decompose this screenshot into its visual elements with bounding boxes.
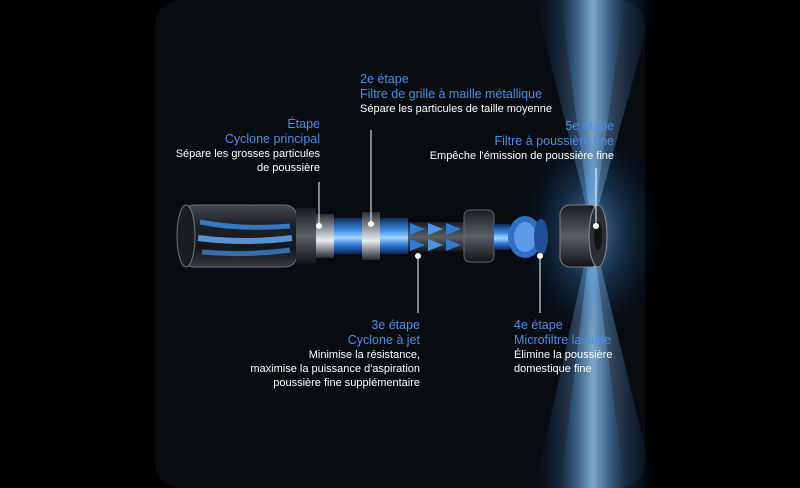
label-etape5: 5e étape Filtre à poussière fine Empêche… bbox=[430, 119, 614, 163]
airflow-tube-2 bbox=[380, 218, 408, 254]
label-etape4: 4e étape Microfiltre lavable Élimine la … bbox=[514, 318, 612, 376]
etape4-desc-1: Élimine la poussière bbox=[514, 349, 613, 361]
marker-etape5 bbox=[593, 223, 599, 229]
etape4-name: Microfiltre lavable bbox=[514, 333, 612, 347]
etape5-name: Filtre à poussière fine bbox=[494, 134, 614, 148]
etape1-step: Étape bbox=[287, 117, 320, 131]
label-etape2: 2e étape Filtre de grille à maille métal… bbox=[360, 72, 552, 116]
marker-etape1 bbox=[316, 223, 322, 229]
jet-cyclone-cap bbox=[463, 209, 495, 263]
metal-mesh-filter bbox=[362, 212, 380, 260]
etape3-step: 3e étape bbox=[371, 318, 420, 332]
etape2-name: Filtre de grille à maille métallique bbox=[360, 87, 543, 101]
etape1-name: Cyclone principal bbox=[224, 132, 320, 146]
marker-etape3 bbox=[415, 253, 421, 259]
etape1-desc-2: de poussière bbox=[257, 162, 320, 174]
marker-etape2 bbox=[368, 221, 374, 227]
etape3-desc-3: poussière fine supplémentaire bbox=[273, 377, 420, 389]
etape1-desc-1: Sépare les grosses particules bbox=[175, 148, 320, 160]
etape2-desc-1: Sépare les particules de taille moyenne bbox=[360, 103, 553, 115]
jet-cyclone bbox=[408, 222, 464, 252]
cyclone-collar bbox=[296, 208, 316, 264]
main-cyclone-cylinder bbox=[176, 204, 298, 268]
fine-dust-filter bbox=[559, 204, 608, 268]
marker-etape4 bbox=[537, 253, 543, 259]
etape2-step: 2e étape bbox=[360, 72, 409, 86]
label-etape1: Étape Cyclone principal Sépare les gross… bbox=[176, 117, 320, 175]
etape4-desc-2: domestique fine bbox=[514, 363, 592, 375]
airflow-tube-1 bbox=[334, 218, 364, 254]
etape5-desc-1: Empêche l'émission de poussière fine bbox=[429, 150, 614, 162]
washable-microfilter bbox=[508, 216, 548, 258]
etape3-desc-2: maximise la puissance d'aspiration bbox=[250, 363, 420, 375]
label-etape3: 3e étape Cyclone à jet Minimise la résis… bbox=[250, 318, 420, 390]
air-flow-beam bbox=[522, 0, 662, 488]
etape3-name: Cyclone à jet bbox=[347, 333, 420, 347]
etape5-step: 5e étape bbox=[565, 119, 614, 133]
airflow-tube-3 bbox=[494, 224, 510, 250]
etape3-desc-1: Minimise la résistance, bbox=[308, 349, 420, 361]
etape4-step: 4e étape bbox=[514, 318, 563, 332]
